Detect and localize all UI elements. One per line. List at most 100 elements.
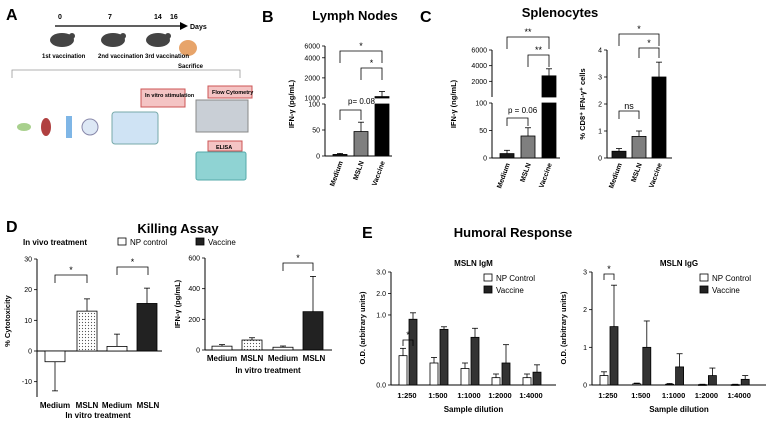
chart-d1-xtick-1: MSLN — [76, 401, 99, 410]
chart-c2-xtick-2: Vaccine — [648, 162, 664, 189]
chart-b-xtick-2: Vaccine — [371, 160, 387, 187]
chart-c1-xtick-1: MSLN — [520, 162, 533, 183]
chart-c1-ytick-low-1-label: 50 — [479, 128, 487, 135]
chart-e2-xtick-4: 1:4000 — [728, 391, 751, 400]
flow-box-label: Flow Cytometry — [212, 90, 254, 96]
chart-c2-bar-1 — [631, 135, 647, 159]
chart-e1-bar-0-3 — [491, 377, 501, 386]
chart-e1-xtick-3: 1:2000 — [488, 391, 511, 400]
chart-d2-xtick-2: Medium — [268, 354, 298, 363]
chart-e2-ylabel: O.D. (arbitrary units) — [559, 291, 568, 364]
chart-c2-ytick-1-label: 1 — [598, 129, 602, 136]
chart-e2-xlabel: Sample dilution — [649, 405, 709, 414]
chart-e1-xtick-0: 1:250 — [397, 391, 416, 400]
chart-e1-bar-1-3 — [501, 362, 511, 386]
flow-box — [207, 85, 253, 99]
chart-e1-bar-1-1 — [439, 328, 449, 386]
chart-c2-ytick-2-label: 2 — [598, 102, 602, 109]
chart-d1-sig-1-bracket — [54, 274, 88, 283]
chart-e1-bar-0-4 — [522, 377, 532, 386]
chart-b-sig-1-label: * — [359, 41, 363, 51]
chart-b-bar-2 — [374, 96, 390, 99]
chart-b-ytick-high-2-label: 4000 — [304, 55, 320, 62]
bracket — [11, 69, 241, 78]
chart-e2-subtitle: MSLN IgG — [660, 259, 698, 268]
chart-c1-annot-p: p = 0.06 — [508, 106, 538, 115]
chart-e1-legend-swatch-np — [483, 273, 493, 282]
chart-d2-sig-1-bracket — [282, 262, 314, 271]
chart-e2-bar-1-1 — [642, 346, 652, 386]
chart-e2-legend-swatch-np — [699, 273, 709, 282]
chart-c2-ytick-4-label: 4 — [598, 48, 602, 55]
chart-c1-ylabel: IFN-γ (ng/mL) — [449, 79, 458, 128]
chart-b-sig-p-bracket — [339, 109, 362, 120]
chart-e1-legend-swatch-vaccine — [483, 285, 493, 294]
dish-icon — [81, 118, 99, 136]
chart-e1-xtick-2: 1:1000 — [457, 391, 480, 400]
chart-c1-ytick-low-2-label: 100 — [475, 101, 487, 108]
chart-c1-sig-2-label: ** — [535, 45, 543, 55]
chart-b-sig-2-bracket — [360, 67, 383, 80]
chart-c2-sig-1-label: * — [637, 24, 641, 34]
chart-e1-xtick-4: 1:4000 — [519, 391, 542, 400]
chart-e1-sig-1-label: * — [406, 330, 410, 340]
chart-d2-ylabel: IFN-γ (pg/mL) — [173, 279, 182, 328]
timeline-arrow — [180, 22, 188, 30]
chart-e2-sig-1-label: * — [607, 264, 611, 274]
mouse-icon — [50, 33, 75, 47]
chart-c1-bar-low-2 — [541, 102, 557, 159]
chart-d1-ylabel: % Cytotoxicity — [3, 294, 12, 347]
chart-c2-ytick-3-label: 3 — [598, 75, 602, 82]
chart-d1-ytick-1-label: 0 — [28, 349, 32, 356]
chart-c1-bar-1 — [520, 135, 536, 159]
chart-e1-xtick-1: 1:500 — [428, 391, 447, 400]
chart-d1-ytick-3-label: 20 — [24, 287, 32, 294]
chart-c1-bar-0 — [499, 153, 515, 159]
chart-e1-bar-0-0 — [398, 355, 408, 386]
chart-e2-ytick-3-label: 3 — [583, 270, 587, 277]
chart-e1-subtitle: MSLN IgM — [454, 259, 493, 268]
chart-d1-xlabel: In vitro treatment — [65, 411, 131, 420]
chart-e1-bar-1-2 — [470, 336, 480, 386]
chart-d1-xtick-3: MSLN — [137, 401, 160, 410]
panel-letter-a: A — [6, 7, 18, 24]
chart-b-bar-0 — [332, 154, 348, 157]
chart-d1-bar-1 — [76, 310, 98, 352]
sacrifice-label: Sacrifice — [178, 64, 204, 70]
chart-d1-bar-2 — [106, 345, 128, 352]
chart-e1-sig-1-bracket — [402, 339, 414, 346]
chart-e2-legend-label-np: NP Control — [712, 274, 751, 283]
chart-d2-bar-2 — [272, 346, 294, 351]
chart-c2-sig-ns-label: ns — [624, 101, 634, 111]
chart-e2-ytick-2-label: 2 — [583, 307, 587, 314]
chart-e2-bar-1-2 — [675, 366, 684, 386]
panel-letter-b: B — [262, 9, 274, 26]
days-label: Days — [190, 24, 207, 31]
mouse-icon-3 — [146, 33, 171, 47]
chart-e2-bar-1-4 — [740, 378, 750, 386]
chart-d1-bar-3 — [136, 303, 158, 352]
chart-c2-sig-2-label: * — [647, 38, 651, 48]
chart-b-sig-2-label: * — [370, 58, 374, 68]
chart-b-ylabel: IFN-γ (pg/mL) — [287, 79, 296, 128]
chart-d2-ytick-2-label: 400 — [188, 286, 200, 293]
chart-b-title: Lymph Nodes — [312, 8, 397, 23]
legend-label-np: NP control — [130, 238, 167, 247]
chart-c2-bar-0 — [611, 150, 627, 159]
chart-e-title: Humoral Response — [454, 225, 572, 240]
chart-c1-xtick-2: Vaccine — [538, 162, 554, 189]
chart-d1-ytick-2-label: 10 — [24, 318, 32, 325]
chart-b-ytick-high-0-label: 1000 — [304, 96, 320, 103]
chart-e1-xlabel: Sample dilution — [444, 405, 504, 414]
chart-e1-legend-label-np: NP Control — [496, 274, 535, 283]
panel-letter-d: D — [6, 219, 18, 236]
chart-c1-sig-p-bracket — [506, 117, 529, 126]
chart-e2-bar-0-0 — [599, 375, 609, 386]
chart-d1-xtick-0: Medium — [40, 401, 70, 410]
chart-b-ytick-low-2-label: 100 — [308, 102, 320, 109]
spleen-icon — [41, 118, 51, 136]
elisa-plate-icon — [195, 151, 247, 181]
chart-e1-bar-0-2 — [460, 368, 470, 386]
well-plate-icon — [111, 111, 159, 145]
panel-a: A Days 0 7 14 16 1st vaccination 2nd vac… — [6, 7, 254, 181]
